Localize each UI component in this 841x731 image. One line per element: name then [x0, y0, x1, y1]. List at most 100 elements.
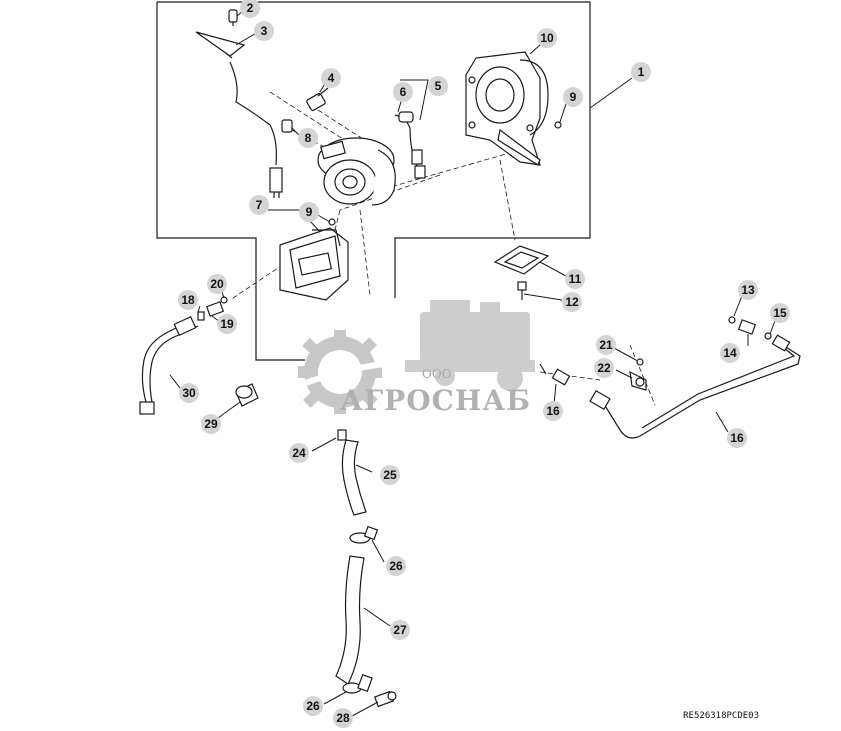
callout-label: 11 [569, 272, 582, 286]
callout-c2: 2 [240, 0, 260, 18]
callout-label: 3 [261, 24, 268, 38]
callout-bubble [380, 465, 400, 485]
callout-bubble [390, 620, 410, 640]
callout-bubble [254, 21, 274, 41]
part-4-fitting [306, 87, 329, 112]
callout-label: 9 [570, 90, 577, 104]
callout-label: 30 [182, 386, 196, 400]
part-15-washer [764, 332, 772, 340]
callout-bubble [321, 68, 341, 88]
callout-c21: 21 [596, 335, 616, 355]
part-18-fitting-center [539, 363, 571, 386]
callout-bubble [428, 76, 448, 96]
callout-label: 16 [546, 404, 560, 418]
watermark-name: АГРОСНАБ [340, 384, 531, 417]
callout-c13: 13 [738, 280, 758, 300]
parts [139, 9, 801, 708]
callout-bubble [631, 62, 651, 82]
callout-label: 28 [336, 711, 350, 725]
part-14-fitting [737, 319, 757, 335]
callout-bubble [537, 28, 557, 48]
part-28-connector [374, 690, 397, 708]
callout-c12: 12 [562, 292, 582, 312]
callout-label: 9 [306, 205, 313, 219]
callout-label: 13 [741, 283, 755, 297]
part-27-hose [335, 555, 365, 685]
callout-bubble [333, 708, 353, 728]
leader-1 [589, 77, 633, 109]
callout-c26b: 26 [303, 696, 323, 716]
callout-c29: 29 [201, 414, 221, 434]
callout-c28: 28 [333, 708, 353, 728]
callout-label: 18 [181, 293, 195, 307]
callout-bubble [249, 195, 269, 215]
callout-bubble [720, 343, 740, 363]
callout-bubble [727, 428, 747, 448]
part-8-nut [281, 119, 293, 133]
part-18-fitting-left [197, 311, 205, 321]
callout-c16a: 16 [727, 428, 747, 448]
callout-bubble [201, 414, 221, 434]
part-2-plug [228, 9, 238, 26]
part-19-fitting [205, 301, 225, 317]
watermark-combine-icon [405, 300, 535, 391]
part-21-bolt [636, 358, 644, 366]
callout-c6: 6 [393, 82, 413, 102]
callout-label: 1 [638, 65, 645, 79]
part-10-turbine-housing [465, 51, 549, 166]
callout-c24: 24 [289, 443, 309, 463]
callout-label: 12 [565, 295, 579, 309]
part-5-speed-sensor [394, 111, 426, 179]
callout-label: 26 [389, 559, 403, 573]
part-3-sensor-harness [195, 31, 283, 198]
turbocharger [317, 137, 396, 206]
part-22-clamp [629, 370, 647, 391]
callout-bubble [562, 292, 582, 312]
assembly-frame [156, 1, 591, 361]
callout-c10: 10 [537, 28, 557, 48]
callout-bubble [178, 290, 198, 310]
part-7-actuator [279, 227, 349, 301]
callout-label: 6 [400, 85, 407, 99]
callouts: 1234567899101112131415161618192021222425… [178, 0, 790, 728]
part-25-hose [341, 439, 367, 516]
callout-label: 5 [435, 79, 442, 93]
callout-label: 26 [306, 699, 320, 713]
reference-code: RE526318PCDE03 [683, 711, 759, 721]
callout-bubble [770, 303, 790, 323]
callout-label: 10 [540, 31, 554, 45]
callout-c8: 8 [298, 128, 318, 148]
callout-c9a: 9 [563, 87, 583, 107]
callout-c16b: 16 [543, 401, 563, 421]
callout-bubble [565, 269, 585, 289]
callout-c15: 15 [770, 303, 790, 323]
callout-bubble [563, 87, 583, 107]
callout-c26a: 26 [386, 556, 406, 576]
callout-label: 21 [599, 338, 613, 352]
part-9-nut-upper [554, 121, 562, 129]
callout-label: 16 [730, 431, 744, 445]
callout-bubble [594, 358, 614, 378]
callout-label: 22 [597, 361, 611, 375]
part-30-oil-line [139, 315, 199, 415]
callout-c5: 5 [428, 76, 448, 96]
watermark-prefix: ООО [422, 367, 452, 381]
callout-bubble [298, 128, 318, 148]
part-13-washer [728, 316, 736, 324]
part-12-bolt [517, 281, 527, 300]
callout-c11: 11 [565, 269, 585, 289]
callout-bubble [289, 443, 309, 463]
callout-label: 2 [247, 1, 254, 15]
callout-label: 7 [256, 198, 263, 212]
callout-bubble [303, 696, 323, 716]
callout-bubble [299, 202, 319, 222]
part-16-line [589, 334, 801, 439]
watermark: ООО АГРОСНАБ [298, 300, 541, 417]
callout-c18: 18 [178, 290, 198, 310]
callout-bubble [240, 0, 260, 18]
callout-bubble [738, 280, 758, 300]
part-26-clamp-upper [349, 525, 379, 544]
callout-label: 29 [204, 417, 218, 431]
callout-label: 4 [328, 71, 335, 85]
